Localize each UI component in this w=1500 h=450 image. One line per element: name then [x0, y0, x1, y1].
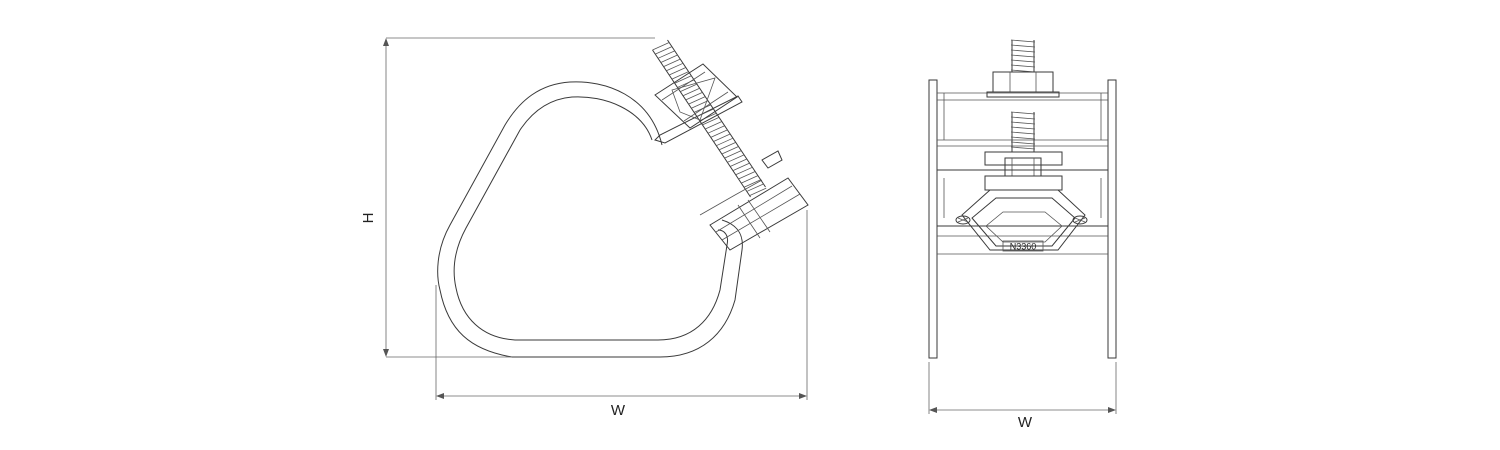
- bridge-plate: [984, 151, 1063, 177]
- side-bolt-right: [1072, 215, 1088, 225]
- side-view: H W: [360, 37, 809, 419]
- front-view: N3360 W: [928, 39, 1117, 431]
- left-side-plate: [928, 79, 938, 359]
- side-width-dimension: [435, 210, 808, 400]
- height-dimension: [383, 37, 655, 358]
- top-nut: [986, 71, 1060, 98]
- threaded-rod: [652, 39, 767, 198]
- hex-jaw: [961, 189, 1086, 251]
- middle-stud: [1010, 111, 1036, 152]
- front-width-label: W: [1018, 414, 1033, 431]
- part-marking-plate: [1002, 240, 1044, 252]
- upper-bracket: [654, 95, 743, 144]
- right-side-plate: [1107, 79, 1117, 359]
- front-width-dimension: [928, 362, 1117, 414]
- jaw-housing: [936, 169, 1109, 255]
- clamp-loop-outer: [437, 81, 743, 358]
- part-marking: N3360: [1010, 242, 1037, 252]
- top-stud: [1010, 39, 1036, 73]
- lower-jaw-block: [699, 150, 809, 251]
- hex-nut: [654, 63, 738, 129]
- side-width-label: W: [611, 402, 626, 419]
- height-label: H: [360, 213, 377, 224]
- side-bolt-left: [955, 215, 971, 225]
- clamp-loop-inner: [453, 96, 728, 341]
